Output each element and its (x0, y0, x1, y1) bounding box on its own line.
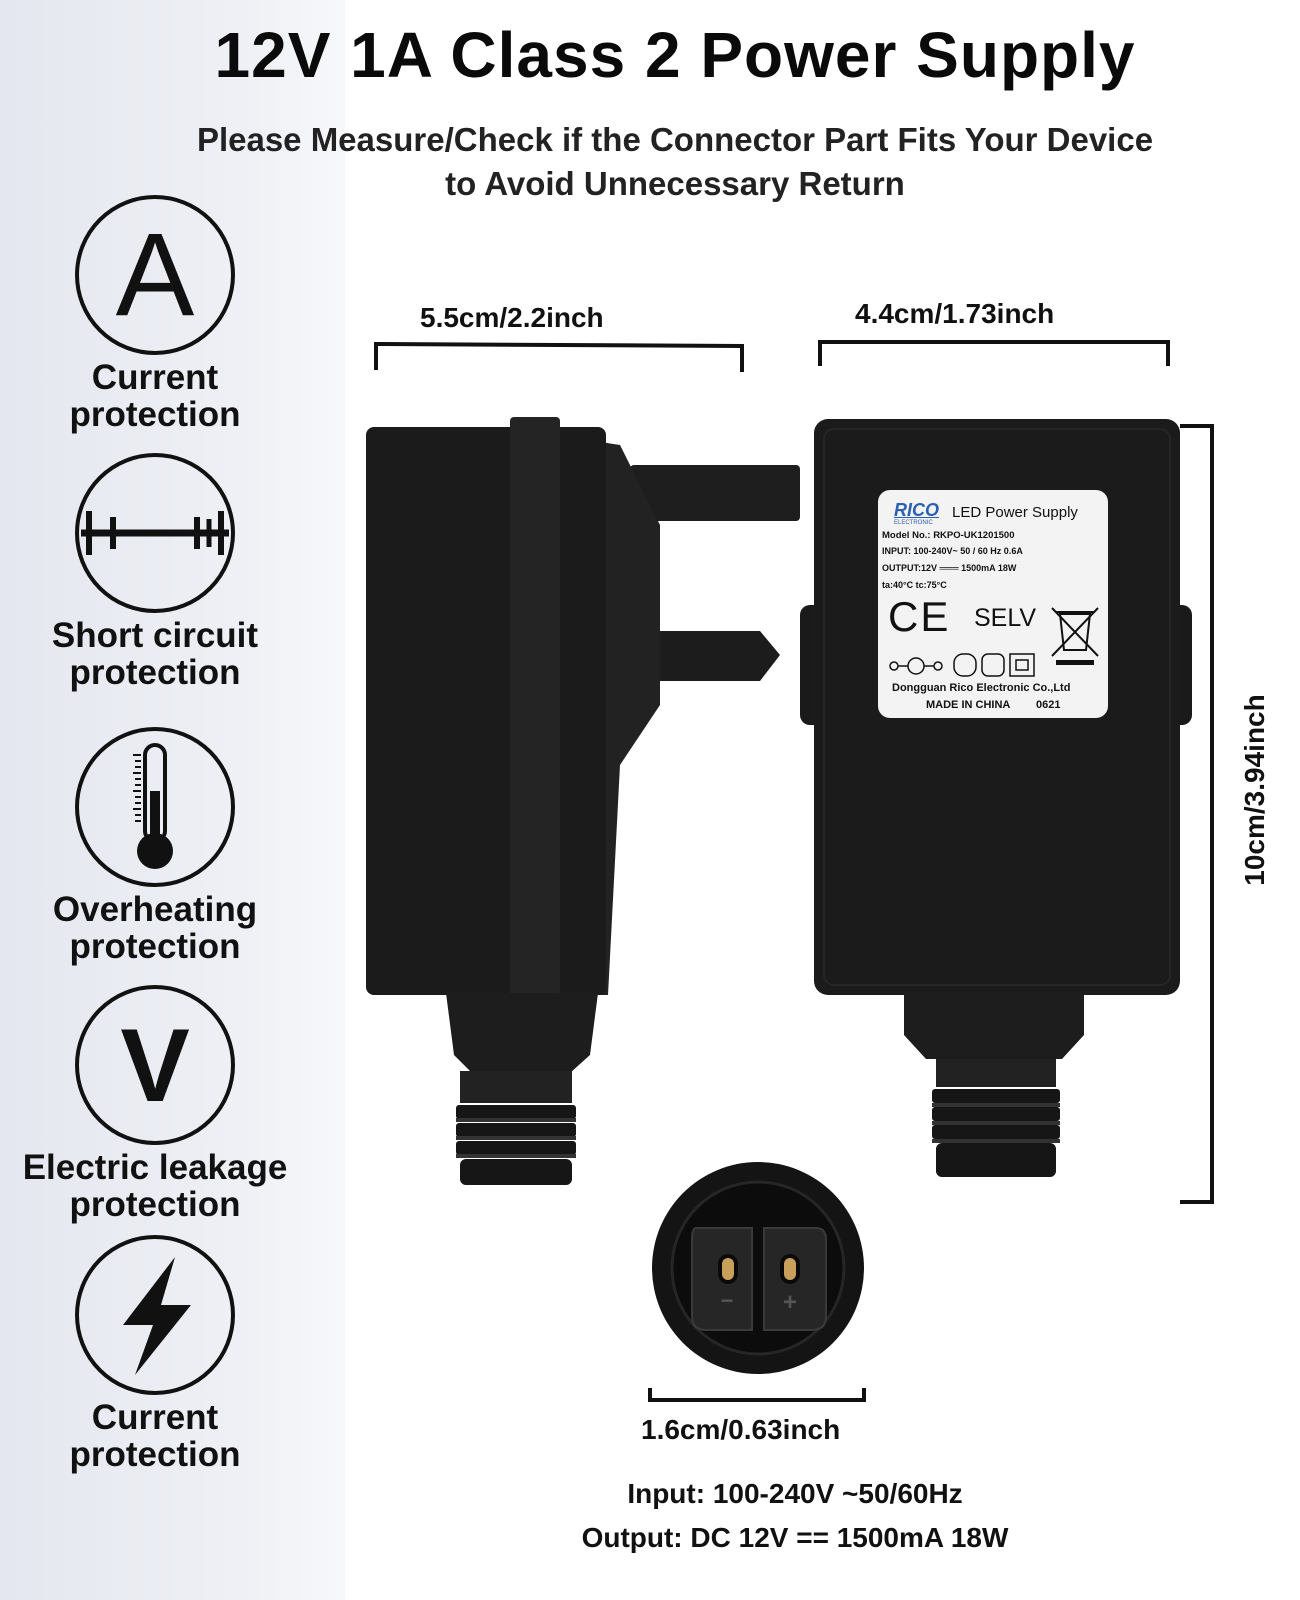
weee-bin-icon (1051, 607, 1099, 665)
feature-current-protection-2: Current protection (0, 1235, 310, 1473)
temperature-rating: ta:40°C tc:75°C (882, 580, 947, 590)
thermometer-icon (75, 727, 235, 887)
adapter-side-view (366, 417, 800, 1185)
origin: MADE IN CHINA (926, 699, 1011, 711)
feature-label: Current protection (69, 358, 241, 434)
page-subtitle: Please Measure/Check if the Connector Pa… (100, 118, 1250, 206)
page-title: 12V 1A Class 2 Power Supply (214, 19, 1136, 91)
bracket-front-width (818, 340, 1170, 366)
letter-v-glyph: V (120, 1008, 189, 1124)
dimension-connector: 1.6cm/0.63inch (641, 1414, 841, 1445)
feature-current-protection: A Current protection (0, 195, 310, 433)
subtitle-line-1: Please Measure/Check if the Connector Pa… (196, 121, 1154, 158)
output-rating: OUTPUT:12V ═══ 1500mA 18W (882, 563, 1017, 573)
pin-plus-label: + (783, 1289, 797, 1316)
letter-a-glyph: A (116, 209, 195, 341)
feature-label: Overheating protection (52, 890, 258, 966)
adapter-body-side (366, 427, 606, 995)
prong-bottom (630, 631, 780, 681)
pin-minus-label: − (721, 1288, 734, 1313)
manufacturer: Dongguan Rico Electronic Co.,Ltd (892, 682, 1071, 694)
spec-input: Input: 100-240V ~50/60Hz (627, 1478, 963, 1509)
lightning-icon (75, 1235, 235, 1395)
letter-v-icon: V (75, 985, 235, 1145)
batch-code: 0621 (1036, 699, 1061, 711)
spec-output: Output: DC 12V == 1500mA 18W (581, 1522, 1009, 1553)
letter-a-icon: A (75, 195, 235, 355)
subtitle-line-2: to Avoid Unnecessary Return (445, 165, 905, 202)
feature-label: Current protection (69, 1398, 241, 1474)
dimension-height: 10cm/3.94inch (1239, 694, 1270, 886)
bracket-height (1180, 424, 1214, 1204)
brand-subtitle: ELECTRONIC (894, 520, 933, 526)
dimension-front-width: 4.4cm/1.73inch (855, 298, 1055, 329)
feature-overheating-protection: Overheating protection (0, 727, 310, 965)
short-circuit-icon (75, 453, 235, 613)
dimension-side-width: 5.5cm/2.2inch (420, 302, 604, 333)
connector-end-view: − + (652, 1162, 864, 1374)
bracket-side-width (374, 341, 744, 372)
feature-short-circuit-protection: Short circuit protection (0, 453, 310, 691)
feature-label: Short circuit protection (51, 616, 259, 692)
product-name: LED Power Supply (952, 504, 1078, 521)
bracket-connector (648, 1388, 866, 1402)
brand-logo: RICO (894, 500, 939, 520)
feature-label: Electric leakage protection (22, 1148, 288, 1224)
product-label-sticker: RICO ELECTRONIC LED Power Supply Model N… (878, 490, 1108, 718)
prong-top (630, 465, 800, 521)
certification-symbols-icon (889, 653, 1035, 677)
selv-mark: SELV (974, 604, 1037, 632)
feature-electric-leakage-protection: V Electric leakage protection (0, 985, 310, 1223)
ce-mark: CE (888, 593, 951, 640)
input-rating: INPUT: 100-240V~ 50 / 60 Hz 0.6A (882, 546, 1023, 556)
model-number: Model No.: RKPO-UK1201500 (882, 530, 1015, 541)
